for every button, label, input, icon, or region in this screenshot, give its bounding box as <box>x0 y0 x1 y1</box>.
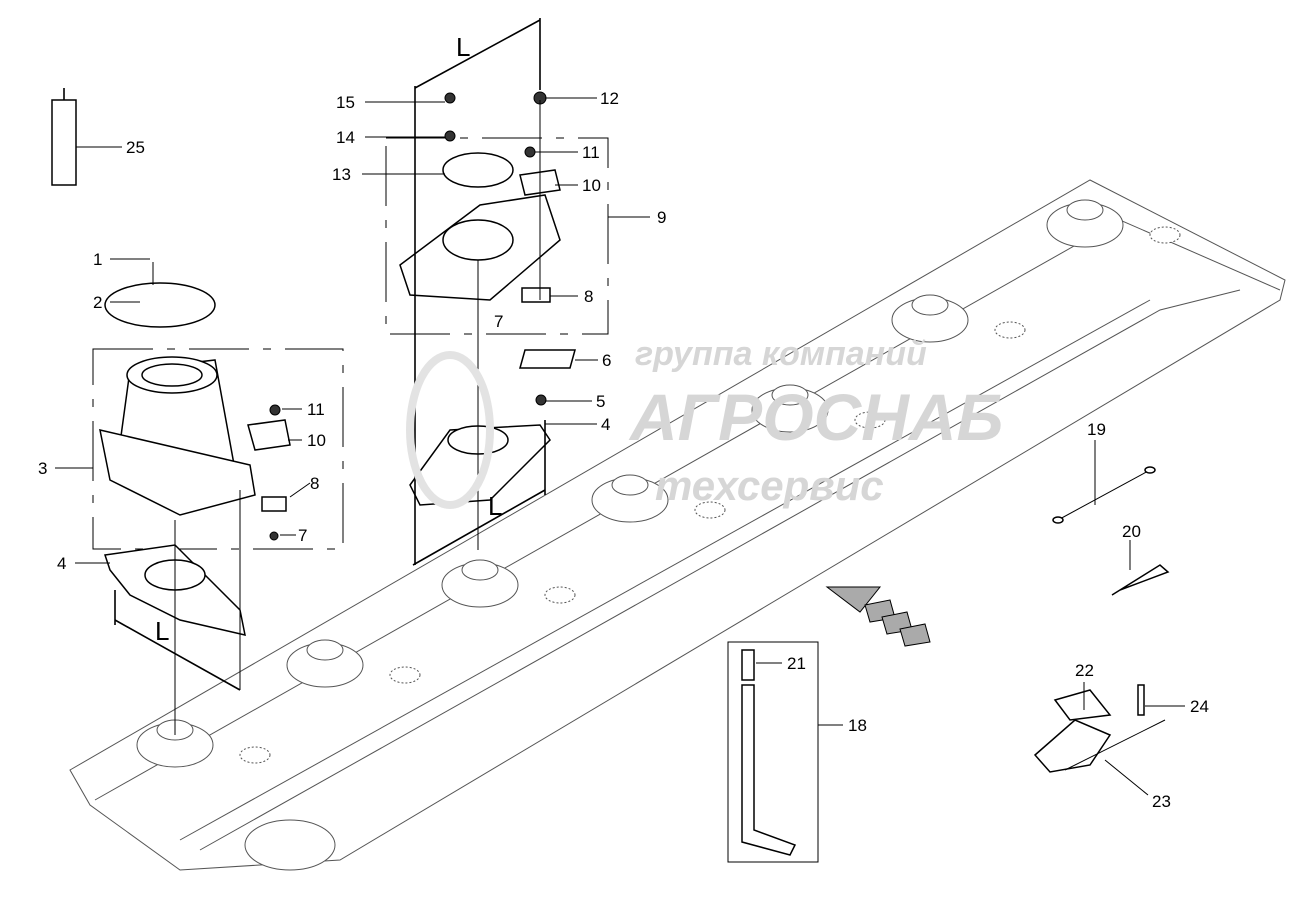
callout-23: 23 <box>1152 792 1171 811</box>
callout-25: 25 <box>126 138 145 157</box>
loose-parts <box>51 88 1170 863</box>
leader-lines <box>55 97 1185 796</box>
callout-6: 6 <box>602 351 611 370</box>
cutter-disc <box>1046 199 1181 248</box>
dimension-label-L: L <box>456 32 470 62</box>
callout-8: 8 <box>310 474 319 493</box>
callout-2: 2 <box>93 293 102 312</box>
callout-7: 7 <box>298 526 307 545</box>
cutter-bar <box>69 179 1286 871</box>
leader-line <box>289 482 311 498</box>
callout-22: 22 <box>1075 661 1094 680</box>
leader-line <box>1104 759 1149 796</box>
callout-9: 9 <box>657 208 666 227</box>
callout-11: 11 <box>307 400 325 419</box>
callout-14: 14 <box>336 128 355 147</box>
callout-24: 24 <box>1190 697 1209 716</box>
callout-8: 8 <box>584 287 593 306</box>
callout-20: 20 <box>1122 522 1141 541</box>
callout-19: 19 <box>1087 420 1106 439</box>
callout-10: 10 <box>307 431 326 450</box>
callout-1: 1 <box>93 250 102 269</box>
callout-11: 11 <box>582 143 600 162</box>
callout-3: 3 <box>38 459 47 478</box>
left-disc-assembly <box>92 262 344 735</box>
watermark: группа компаний АГРОСНАБ техсервис <box>406 335 1003 509</box>
callout-13: 13 <box>332 165 351 184</box>
callout-18: 18 <box>848 716 867 735</box>
callout-10: 10 <box>582 176 601 195</box>
cutter-disc <box>751 384 886 433</box>
callout-15: 15 <box>336 93 355 112</box>
callout-4: 4 <box>601 415 610 434</box>
watermark-line1: группа компаний <box>635 335 927 373</box>
callout-5: 5 <box>596 392 605 411</box>
callout-labels: 1514131211109876541231110874251920211822… <box>38 89 1209 811</box>
callout-12: 12 <box>600 89 619 108</box>
cutter-disc <box>591 474 726 523</box>
callout-7: 7 <box>494 312 503 331</box>
dimension-labels: L L L <box>155 32 502 646</box>
cutter-disc <box>441 559 576 608</box>
dimension-label-L: L <box>155 616 169 646</box>
callout-21: 21 <box>787 654 806 673</box>
watermark-line2: АГРОСНАБ <box>628 380 1003 454</box>
cutter-disc <box>286 639 421 688</box>
dimension-lines <box>114 18 546 691</box>
middle-disc-assembly <box>385 91 609 550</box>
callout-4: 4 <box>57 554 66 573</box>
watermark-line3: техсервис <box>655 462 884 509</box>
cutter-disc <box>891 294 1026 343</box>
dimension-label-L: L <box>488 491 502 521</box>
